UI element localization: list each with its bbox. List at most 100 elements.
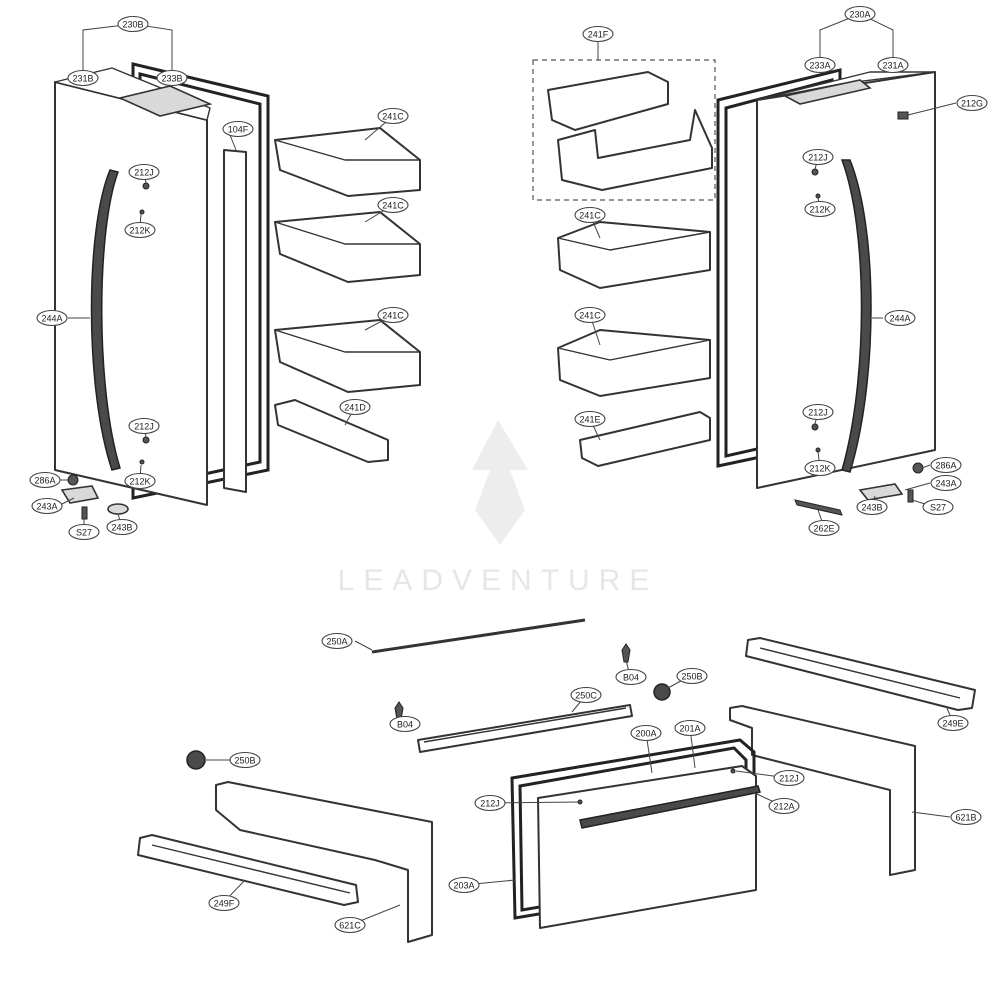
hinge-pin-icon [912, 462, 924, 474]
callout-label: 212J [134, 422, 154, 432]
callout-231a: 231A [877, 56, 909, 74]
callout-oval [570, 686, 602, 704]
callout-621c: 621C [334, 916, 366, 934]
drawer-front-212a [537, 765, 757, 929]
callout-label: S27 [76, 528, 92, 538]
callout-oval [956, 94, 988, 112]
callout-oval [856, 498, 888, 516]
callout-212j-r1: 212J [802, 148, 834, 166]
callout-label: 212J [779, 774, 799, 784]
callout-label: 241F [588, 30, 609, 40]
callout-label: 212K [129, 226, 150, 236]
rail-250c [417, 704, 633, 753]
watermark-text: LEADVENTURE [338, 564, 659, 597]
callout-s27-l: S27 [68, 523, 100, 541]
screw-icon [139, 459, 145, 465]
callout-212k-r1: 212K [804, 200, 836, 218]
callout-oval [804, 200, 836, 218]
callout-203a: 203A [448, 876, 480, 894]
callout-241d: 241D [339, 398, 371, 416]
bin-241c-right-2 [557, 329, 711, 397]
callout-label: 249F [214, 899, 235, 909]
callout-243a-r: 243A [930, 474, 962, 492]
callout-label: 212K [129, 477, 150, 487]
callout-oval [31, 497, 63, 515]
callout-212j-l1: 212J [128, 163, 160, 181]
callout-label: 241C [579, 311, 601, 321]
right-bottom-hinge [858, 483, 904, 501]
callout-label: 233A [809, 61, 830, 71]
callout-oval [339, 398, 371, 416]
callout-label: 241D [344, 403, 366, 413]
bin-241c-left-3-rim [274, 329, 420, 353]
knob-250b-right [653, 683, 671, 701]
callout-label: 241C [579, 211, 601, 221]
callout-oval [930, 474, 962, 492]
bin-241c-left-1-rim [274, 139, 420, 161]
callout-oval [574, 306, 606, 324]
callout-oval [574, 206, 606, 224]
watermark: LEADVENTURE [338, 420, 659, 597]
callout-oval [36, 309, 68, 327]
callout-oval [884, 309, 916, 327]
leadventure-logo-icon [472, 420, 528, 545]
callout-oval [582, 25, 614, 43]
callout-201a: 201A [674, 719, 706, 737]
callout-241c-r2: 241C [574, 306, 606, 324]
callout-233b: 233B [156, 69, 188, 87]
callout-oval [321, 632, 353, 650]
callout-212k-l2: 212K [124, 472, 156, 490]
callout-233a: 233A [804, 56, 836, 74]
callout-oval [389, 715, 421, 733]
drawer-assembly [137, 618, 976, 943]
left-door-top-hinge [117, 85, 213, 117]
callout-label: 243B [111, 523, 132, 533]
callout-oval [128, 163, 160, 181]
bin-241c-left-1 [274, 127, 421, 197]
callout-286a-r: 286A [930, 456, 962, 474]
bin-241f-cover [547, 71, 669, 131]
callout-label: 244A [41, 314, 62, 324]
callout-label: 250A [326, 637, 347, 647]
callout-label: 231B [72, 74, 93, 84]
left-hinge-bracket [107, 503, 129, 515]
callout-212j-r2: 212J [802, 403, 834, 421]
callout-label: 621B [955, 813, 976, 823]
callout-label: 243A [935, 479, 956, 489]
callout-label: 250B [234, 756, 255, 766]
bracket-621c [215, 781, 433, 943]
screw-icon [811, 168, 819, 176]
callout-oval [67, 69, 99, 87]
callout-244a-l: 244A [36, 309, 68, 327]
callout-oval [574, 410, 606, 428]
callout-oval [773, 769, 805, 787]
callout-oval [117, 15, 149, 33]
slide-rail-249f-inner [151, 844, 351, 894]
callout-label: 250C [575, 691, 597, 701]
screw-b04-icon [621, 643, 631, 663]
screw-icon [81, 506, 88, 520]
bracket-621b [729, 705, 916, 876]
callout-label: 241C [382, 311, 404, 321]
callout-oval [474, 794, 506, 812]
callout-212k-r2: 212K [804, 459, 836, 477]
callout-label: S27 [930, 503, 946, 513]
right-door-top-hinge [782, 79, 872, 105]
bin-241c-left-2 [274, 211, 421, 283]
callout-oval [676, 667, 708, 685]
callout-label: 621C [339, 921, 361, 931]
callout-label: 241E [579, 415, 600, 425]
hinge-pin-icon [67, 474, 79, 486]
callout-oval [377, 196, 409, 214]
callout-label: 231A [882, 61, 903, 71]
right-door-bins [532, 59, 716, 467]
slide-rail-249e [745, 637, 976, 711]
left-door-bins [274, 127, 421, 463]
callout-label: 244A [889, 314, 910, 324]
callout-s27-r: S27 [922, 498, 954, 516]
callout-249e: 249E [937, 714, 969, 732]
callout-200a: 200A [630, 724, 662, 742]
callout-oval [808, 519, 840, 537]
callout-621b: 621B [950, 808, 982, 826]
callout-label: 243B [861, 503, 882, 513]
